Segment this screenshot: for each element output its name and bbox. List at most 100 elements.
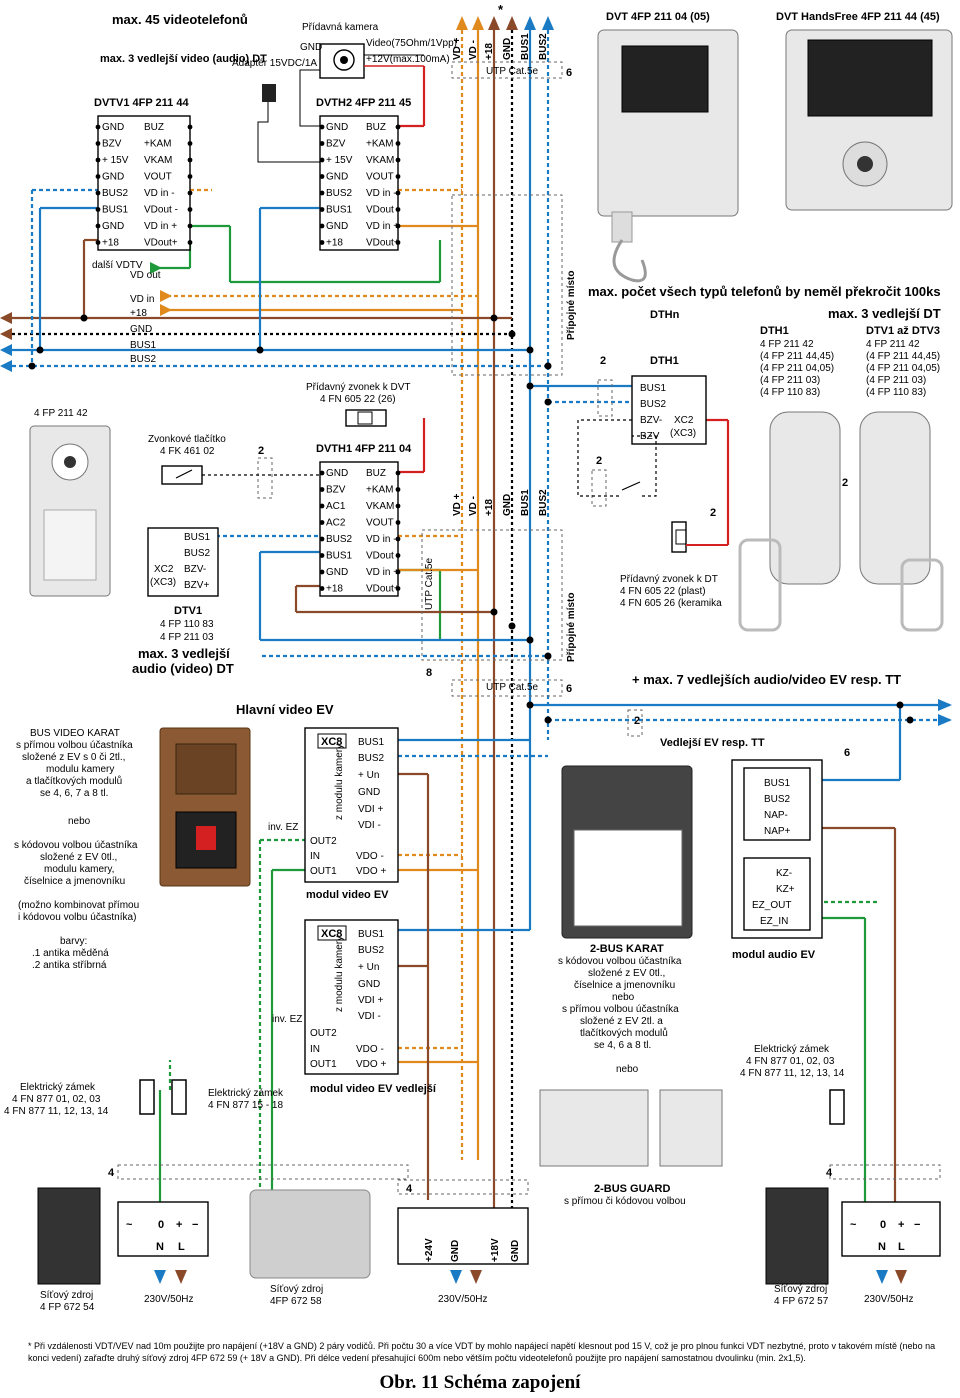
aud-b3: EZ_IN <box>760 916 788 927</box>
dvth2-pin-right-7: VDout+ <box>366 238 400 249</box>
bus-mid-0: VD + <box>452 493 463 516</box>
komb-0: (možno kombinovat přímou <box>18 900 139 911</box>
dvt-phone-2 <box>785 29 953 211</box>
dvtv1-terminal-right-6 <box>187 223 193 229</box>
eight-label: 8 <box>426 667 432 679</box>
dvth2-pin-left-5: BUS1 <box>326 205 353 216</box>
dvtv1-terminal-left-0 <box>95 124 101 130</box>
two-label-c: 2 <box>710 507 716 519</box>
dvth2-pin-left-0: GND <box>326 122 348 133</box>
dvth2-terminal-right-5 <box>395 207 401 212</box>
dvth2-pin-left-6: GND <box>326 221 348 232</box>
mod2-l1: IN <box>310 1044 320 1055</box>
dvth1-pin-left-2: AC1 <box>326 501 346 512</box>
dvth1-terminal-left-6 <box>319 569 325 575</box>
dvth1-terminal-right-7 <box>395 586 401 591</box>
zdroj1-0: Síťový zdroj <box>40 1290 93 1301</box>
dvtv1-terminal-left-2 <box>95 157 101 163</box>
b2k-4: nebo <box>612 992 635 1003</box>
two-label-f: 2 <box>634 715 640 727</box>
mod1-r4: VDI + <box>358 804 383 815</box>
extra-bell-label-3: 4 FN 605 26 (keramika <box>620 598 722 609</box>
mod2-l2: OUT1 <box>310 1059 337 1070</box>
dvth1-pin-left-0: GND <box>326 468 348 479</box>
footnote: * Při vzdálenosti VDT/VEV nad 10m použij… <box>28 1341 936 1363</box>
dvth1-pin-right-3: VOUT <box>366 518 394 529</box>
dvth2-pin-right-1: +KAM <box>366 139 394 150</box>
dtv-col-4: (4 FP 211 03) <box>866 375 926 386</box>
bus-top-2: +18 <box>484 43 495 60</box>
dvth2-unit <box>319 115 399 251</box>
dvth1-terminal-left-3 <box>319 520 325 525</box>
mod1-inv: inv. EZ <box>268 822 298 833</box>
dth1-col-1: 4 FP 211 42 <box>760 339 814 350</box>
zamek1-0: Elektrický zámek <box>20 1082 96 1093</box>
dtv-phone <box>859 411 944 632</box>
dth-phone-1 <box>738 411 841 632</box>
dvth2-terminal-right-3 <box>395 174 401 179</box>
bus2-bus: BUS2 <box>130 354 157 365</box>
dvtv1-pin-left-7: +18 <box>102 238 119 249</box>
six-label-top: 6 <box>566 67 572 79</box>
b2k-6: složené z EV 2tl. a <box>580 1016 663 1027</box>
aud-b0: KZ- <box>776 868 792 879</box>
dvth2-terminal-left-3 <box>319 174 325 179</box>
cam-12v-label: +12V(max.100mA) <box>366 54 450 65</box>
dvth1-pin-left-3: AC2 <box>326 518 346 529</box>
dvth1-pin-left-6: GND <box>326 567 348 578</box>
six-label-mid: 6 <box>566 683 572 695</box>
main-bus-lines <box>12 30 950 1240</box>
mains-2: 230V/50Hz <box>438 1294 487 1305</box>
dvth2-terminal-right-2 <box>395 157 401 163</box>
barvy-1: .1 antika měděná <box>32 948 109 959</box>
zamek1-1: 4 FN 877 01, 02, 03 <box>12 1094 101 1105</box>
dvtv1-terminal-right-1 <box>187 141 193 146</box>
dtv-col-0: DTV1 až DTV3 <box>866 325 940 337</box>
two-label-a: 2 <box>600 355 606 367</box>
dvtv1-terminal-left-3 <box>95 174 101 179</box>
dvth2-pin-right-6: VD in + <box>366 221 399 232</box>
mod2-r3: GND <box>358 979 380 990</box>
dvt2-title: DVT HandsFree 4FP 211 44 (45) <box>776 11 940 23</box>
dth1-unit <box>631 375 707 445</box>
mod2-l0: OUT2 <box>310 1028 337 1039</box>
dvth2-pin-left-1: BZV <box>326 139 346 150</box>
dvth1-terminal-right-1 <box>395 487 401 492</box>
dvth1-pin-right-4: VD in - <box>366 534 397 545</box>
star-mark: * <box>498 2 504 17</box>
barvy-0: barvy: <box>60 936 87 947</box>
dth1-col-2: (4 FP 211 44,45) <box>760 351 834 362</box>
mod2-inv: inv. EZ <box>272 1014 302 1025</box>
psu3-p2: + <box>898 1219 904 1231</box>
dtv1-xc3: (XC3) <box>150 577 176 588</box>
zamek2-1: 4 FN 877 15 - 18 <box>208 1100 283 1111</box>
dvth1-terminal-left-2 <box>319 503 325 509</box>
dth-pin-1: BUS2 <box>640 399 667 410</box>
psu2-p0: +24V <box>424 1238 435 1262</box>
sub-ev-title: Vedlejší EV resp. TT <box>660 737 765 749</box>
dvth2-terminal-left-4 <box>319 190 325 196</box>
dvth1-pin-left-1: BZV <box>326 485 346 496</box>
dvtv1-terminal-left-1 <box>95 141 101 146</box>
dvtv1-terminal-right-4 <box>187 190 193 196</box>
psu-left <box>37 1187 209 1285</box>
bus-mid-1: VD - <box>468 496 479 516</box>
dvth2-terminal-right-0 <box>395 124 401 130</box>
utp-label-top: UTP Cat.5e <box>486 66 538 77</box>
dvtv1-terminal-right-0 <box>187 124 193 130</box>
b2k-5: s přímou volbou účastníka <box>562 1004 679 1015</box>
dthn-label: DTHn <box>650 309 680 321</box>
junction-dots <box>28 314 914 724</box>
dvtv1-pin-left-4: BUS2 <box>102 188 129 199</box>
aud-t1: BUS2 <box>764 794 791 805</box>
b2k-7: tlačítkových modulů <box>580 1027 668 1039</box>
bus-karat-0: BUS VIDEO KARAT <box>30 728 120 739</box>
dvth1-terminal-left-0 <box>319 470 325 476</box>
four-a: 4 <box>108 1167 115 1179</box>
dvtv1-terminal-left-4 <box>95 190 101 196</box>
max-all-label: max. počet všech typů telefonů by neměl … <box>588 284 941 299</box>
nebo-1: nebo <box>68 816 91 827</box>
nebo-2: nebo <box>616 1064 639 1075</box>
other-vdtv: další VDTV <box>92 260 143 271</box>
dth-pin-0: BUS1 <box>640 383 667 394</box>
